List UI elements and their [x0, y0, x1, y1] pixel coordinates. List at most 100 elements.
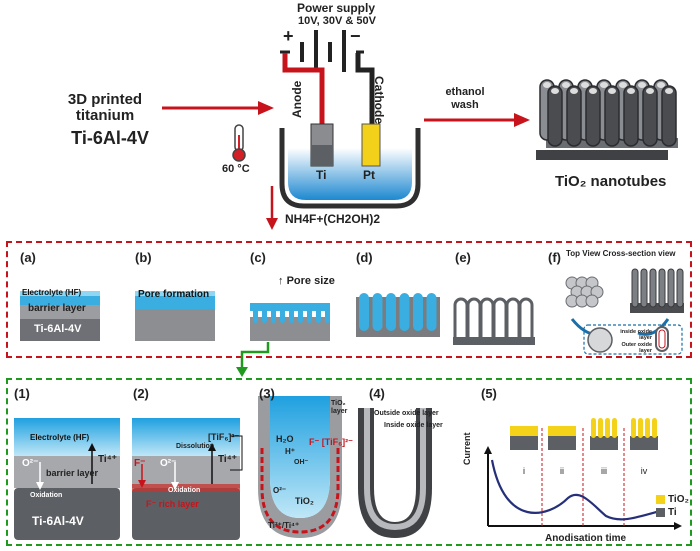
step3-tio2: TiO₂	[295, 496, 314, 506]
barrier-layer-label: barrier layer	[28, 303, 86, 314]
nanotube	[623, 85, 639, 147]
stage-label: i	[523, 466, 525, 476]
cathode-wire	[355, 53, 375, 130]
nanotube	[661, 85, 677, 147]
step1-ti4: Ti⁴⁺	[98, 454, 117, 465]
thermometer-icon	[232, 124, 246, 162]
stage-f-label: (f)	[548, 250, 561, 265]
step2-o2: O²⁻	[160, 458, 177, 469]
stage-a-label: (a)	[20, 250, 36, 265]
pore	[426, 293, 437, 331]
step2-f-rich: F⁻ rich layer	[146, 499, 199, 509]
alloy-label: Ti-6Al-4V	[34, 323, 82, 335]
mechanism-panel	[6, 378, 692, 546]
beaker	[279, 128, 421, 209]
step-1-label: (1)	[14, 386, 30, 401]
mechanism-drawing	[14, 396, 682, 540]
ti-label: Ti	[316, 168, 327, 182]
stage-inset	[510, 436, 538, 450]
anode-wire	[282, 53, 325, 130]
stage-d-label: (d)	[356, 250, 373, 265]
stage-b-label: (b)	[135, 250, 152, 265]
electrolyte-label: NH4F+(CH2OH)2	[285, 212, 381, 226]
nanotube	[585, 85, 601, 147]
stage-c-label: (c)	[250, 250, 266, 265]
step3-tio2-layer: TiO₂ layer	[331, 400, 348, 415]
pore-formation-label: Pore formation	[138, 289, 210, 300]
view-labels: Top View Cross-section view	[566, 249, 676, 258]
step1-electrolyte: Electrolyte (HF)	[30, 433, 90, 442]
pore	[372, 293, 383, 331]
nanotube	[466, 297, 482, 345]
step3-hplus: H⁺	[285, 447, 295, 456]
step-5-label: (5)	[481, 386, 497, 401]
step3-h2o: H₂O	[276, 434, 294, 444]
step3-f-tif6: F⁻ [TiF₆]²⁻	[309, 437, 353, 447]
top-view-icon	[565, 276, 604, 308]
nanotube	[642, 85, 658, 147]
outer-oxide-label: Outer oxide layer	[621, 342, 652, 354]
stage-e-label: (e)	[455, 250, 471, 265]
formation-stages-drawing	[20, 268, 684, 355]
nanotube	[505, 297, 521, 345]
electrolyte-hf-label: Electrolyte (HF)	[22, 288, 82, 297]
step3-o2: O²⁻	[273, 486, 287, 495]
current-curve	[490, 459, 665, 521]
pt-label: Pt	[363, 168, 375, 182]
step3-ti-ions: Ti²⁺/Ti⁴⁺	[268, 521, 300, 530]
arrow-to-mechanism	[236, 342, 270, 377]
legend-ti-swatch	[656, 508, 665, 517]
step2-fminus: F⁻	[134, 458, 146, 469]
step4-inside-oxide: Inside oxide layer	[384, 422, 443, 429]
step3-ohminus: OH⁻	[294, 459, 309, 466]
step1-barrier: barrier layer	[46, 468, 99, 478]
sample-alloy: Ti-6Al-4V	[71, 128, 149, 148]
nanotube	[453, 297, 469, 345]
plus-sign: +	[283, 26, 294, 46]
anodization-setup	[162, 30, 678, 230]
power-supply-voltages: 10V, 30V & 50V	[298, 15, 376, 27]
step-3-label: (3)	[259, 386, 275, 401]
step2-ti4: Ti⁴⁺	[218, 454, 237, 465]
nanotube	[566, 85, 582, 147]
stage-inset	[590, 436, 618, 450]
nanotubes-icon	[536, 79, 678, 160]
stage-label: iii	[601, 466, 607, 476]
chart-xlabel: Anodisation time	[545, 533, 627, 544]
pt-electrode	[361, 123, 381, 167]
stage-label: ii	[560, 466, 564, 476]
minus-sign: −	[350, 26, 361, 46]
product-label: TiO₂ nanotubes	[555, 173, 667, 190]
stage-label: iv	[640, 466, 648, 476]
power-supply-title: Power supply	[296, 1, 376, 15]
stage-inset	[630, 436, 658, 450]
step1-oxidation: Oxidation	[30, 492, 63, 499]
pore	[386, 293, 396, 331]
beaker-liquid	[288, 148, 412, 200]
pore-size-label: ↑ Pore size	[278, 275, 335, 287]
nanotube	[492, 297, 508, 345]
stage-inset	[548, 436, 576, 450]
anode-label: Anode	[290, 80, 304, 118]
nanotube	[604, 85, 620, 147]
cathode-label: Cathode	[372, 76, 386, 124]
legend-tio2-label: TiO₂	[668, 494, 689, 505]
step-4-label: (4)	[369, 386, 385, 401]
step1-o2: O²⁻	[22, 458, 39, 469]
power-supply	[280, 30, 364, 72]
step1-alloy: Ti-6Al-4V	[32, 514, 84, 528]
nanotube	[479, 297, 495, 345]
pore	[399, 293, 410, 331]
legend-ti-label: Ti	[668, 507, 677, 518]
nanotube	[547, 85, 563, 147]
formation-stages-panel	[6, 241, 692, 358]
step-2-label: (2)	[133, 386, 149, 401]
inside-oxide-label: inside oxide layer	[620, 329, 652, 341]
step4-outside-oxide: Outside oxide layer	[374, 410, 439, 417]
step2-dissolution: Dissolution	[176, 443, 215, 450]
legend-tio2-swatch	[656, 495, 665, 504]
step2-oxidation: Oxidation	[168, 487, 201, 494]
temperature-label: 60 °C	[222, 163, 250, 175]
